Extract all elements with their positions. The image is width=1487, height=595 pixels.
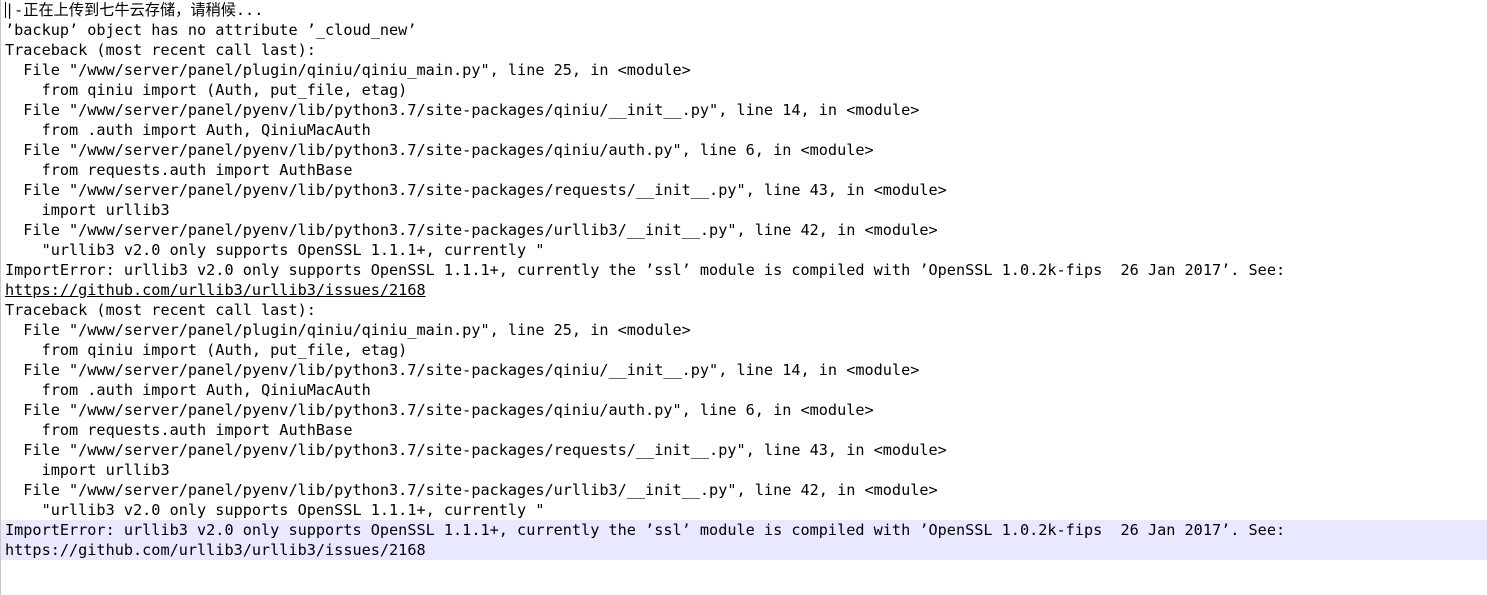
log-line-text: File "/www/server/panel/pyenv/lib/python… <box>5 361 920 379</box>
log-line-text: File "/www/server/panel/pyenv/lib/python… <box>5 481 938 499</box>
issue-link[interactable]: https://github.com/urllib3/urllib3/issue… <box>5 281 426 299</box>
log-line: ImportError: urllib3 v2.0 only supports … <box>1 260 1487 280</box>
log-line-text: File "/www/server/panel/pyenv/lib/python… <box>5 441 947 459</box>
text-caret <box>5 2 6 18</box>
log-line: from .auth import Auth, QiniuMacAuth <box>1 380 1487 400</box>
log-line: Traceback (most recent call last): <box>1 40 1487 60</box>
log-line-text: Traceback (most recent call last): <box>5 41 316 59</box>
log-line-text: ImportError: urllib3 v2.0 only supports … <box>5 261 1286 279</box>
log-line: from requests.auth import AuthBase <box>1 420 1487 440</box>
log-line-text: https://github.com/urllib3/urllib3/issue… <box>5 541 426 559</box>
log-line: File "/www/server/panel/pyenv/lib/python… <box>1 220 1487 240</box>
log-line: File "/www/server/panel/pyenv/lib/python… <box>1 140 1487 160</box>
log-line-text: from qiniu import (Auth, put_file, etag) <box>5 341 408 359</box>
log-line-text: import urllib3 <box>5 461 170 479</box>
log-line-text: ImportError: urllib3 v2.0 only supports … <box>5 521 1286 539</box>
log-line-text: "urllib3 v2.0 only supports OpenSSL 1.1.… <box>5 501 545 519</box>
log-line: from qiniu import (Auth, put_file, etag) <box>1 80 1487 100</box>
log-line-text: ’backup’ object has no attribute ’_cloud… <box>5 21 417 39</box>
log-line-text: File "/www/server/panel/pyenv/lib/python… <box>5 181 947 199</box>
log-line: from requests.auth import AuthBase <box>1 160 1487 180</box>
log-line: File "/www/server/panel/plugin/qiniu/qin… <box>1 60 1487 80</box>
log-line: File "/www/server/panel/pyenv/lib/python… <box>1 180 1487 200</box>
log-line-text: from requests.auth import AuthBase <box>5 421 353 439</box>
log-line-text: |-正在上传到七牛云存储，请稍候... <box>5 1 264 19</box>
log-line: from .auth import Auth, QiniuMacAuth <box>1 120 1487 140</box>
log-line-text: from qiniu import (Auth, put_file, etag) <box>5 81 408 99</box>
log-line: "urllib3 v2.0 only supports OpenSSL 1.1.… <box>1 240 1487 260</box>
log-line: |-正在上传到七牛云存储，请稍候... <box>1 0 1487 20</box>
log-line: "urllib3 v2.0 only supports OpenSSL 1.1.… <box>1 500 1487 520</box>
log-line-text: from .auth import Auth, QiniuMacAuth <box>5 381 371 399</box>
log-line: File "/www/server/panel/pyenv/lib/python… <box>1 400 1487 420</box>
log-line-highlighted: https://github.com/urllib3/urllib3/issue… <box>1 540 1487 560</box>
log-line-text: "urllib3 v2.0 only supports OpenSSL 1.1.… <box>5 241 545 259</box>
log-line-highlighted: ImportError: urllib3 v2.0 only supports … <box>1 520 1487 540</box>
log-line: File "/www/server/panel/plugin/qiniu/qin… <box>1 320 1487 340</box>
log-line-text: File "/www/server/panel/pyenv/lib/python… <box>5 141 874 159</box>
log-line-text: File "/www/server/panel/pyenv/lib/python… <box>5 401 874 419</box>
log-line-text: File "/www/server/panel/plugin/qiniu/qin… <box>5 61 691 79</box>
log-line-text: import urllib3 <box>5 201 170 219</box>
log-line: ’backup’ object has no attribute ’_cloud… <box>1 20 1487 40</box>
log-lines: |-正在上传到七牛云存储，请稍候... ’backup’ object has … <box>1 0 1487 560</box>
log-line-text: File "/www/server/panel/pyenv/lib/python… <box>5 101 920 119</box>
log-line-url[interactable]: https://github.com/urllib3/urllib3/issue… <box>1 280 1487 300</box>
log-line-text: Traceback (most recent call last): <box>5 301 316 319</box>
log-line: Traceback (most recent call last): <box>1 300 1487 320</box>
log-line-text: File "/www/server/panel/pyenv/lib/python… <box>5 221 938 239</box>
log-line-text: from requests.auth import AuthBase <box>5 161 353 179</box>
log-line: import urllib3 <box>1 200 1487 220</box>
log-line-text: File "/www/server/panel/plugin/qiniu/qin… <box>5 321 691 339</box>
log-line: import urllib3 <box>1 460 1487 480</box>
log-line: File "/www/server/panel/pyenv/lib/python… <box>1 100 1487 120</box>
log-line-text: from .auth import Auth, QiniuMacAuth <box>5 121 371 139</box>
log-line: File "/www/server/panel/pyenv/lib/python… <box>1 480 1487 500</box>
log-line: File "/www/server/panel/pyenv/lib/python… <box>1 440 1487 460</box>
log-line: File "/www/server/panel/pyenv/lib/python… <box>1 360 1487 380</box>
log-line: from qiniu import (Auth, put_file, etag) <box>1 340 1487 360</box>
